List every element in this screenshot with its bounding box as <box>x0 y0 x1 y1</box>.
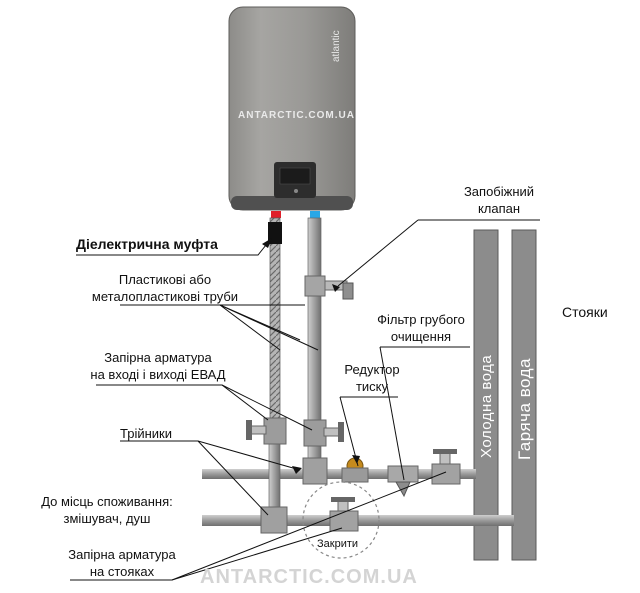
pressure-reducer <box>341 457 369 483</box>
coarse-filter <box>387 465 419 498</box>
hot-shutoff-valve <box>246 417 287 445</box>
water-heater <box>228 6 356 218</box>
label-consumers-line1: До місць споживання: <box>41 494 173 509</box>
brand-logo: atlantic <box>331 30 342 62</box>
label-risers: Стояки <box>562 304 608 320</box>
cold-tee <box>302 457 328 485</box>
label-closed: Закрити <box>317 538 359 550</box>
label-shutoff-evad-line1: Запірна арматура <box>104 350 212 365</box>
label-tees: Трійники <box>120 426 172 441</box>
hot-water-riser <box>511 229 537 561</box>
label-shutoff-risers-line1: Запірна арматура <box>68 547 176 562</box>
hot-tee <box>260 506 288 534</box>
watermark-bottom: ANTARCTIC.COM.UA <box>200 566 418 588</box>
callout-arrows <box>262 238 360 474</box>
label-reducer-line2: тиску <box>355 379 389 394</box>
label-plastic-pipes-line2: металопластикові труби <box>91 289 239 304</box>
cold-main-pipe <box>202 469 476 479</box>
hot-outlet-marker <box>271 211 281 218</box>
label-hot-water: Гаряча вода <box>515 357 534 460</box>
cold-shutoff-valve <box>303 419 344 447</box>
label-coarse-filter-line2: очищення <box>390 329 452 344</box>
label-shutoff-evad-line2: на вході і виході ЕВАД <box>90 367 226 382</box>
label-safety-valve-line2: клапан <box>477 201 521 216</box>
label-coarse-filter-line1: Фільтр грубого <box>377 312 465 327</box>
label-dielectric-coupling: Діелектрична муфта <box>76 236 218 252</box>
label-shutoff-risers-line2: на стояках <box>89 564 155 579</box>
label-reducer-line1: Редуктор <box>344 362 400 377</box>
label-consumers-line2: змішувач, душ <box>63 511 151 526</box>
riser-shutoff-valve-hot <box>329 497 359 532</box>
cold-water-riser <box>473 229 499 561</box>
display <box>279 167 311 185</box>
closed-valve-circle <box>302 481 380 559</box>
riser-shutoff-valve-cold <box>431 449 461 485</box>
label-safety-valve-line1: Запобіжний <box>463 184 535 199</box>
cold-inlet-marker <box>310 211 320 218</box>
label-cold-water: Холодна вода <box>478 354 495 458</box>
label-plastic-pipes-line1: Пластикові або <box>118 272 212 287</box>
hot-flex-hose <box>269 217 281 419</box>
control-button <box>294 189 298 193</box>
tank-bottom-rim <box>231 196 353 210</box>
watermark-top: ANTARCTIC.COM.UA <box>238 110 355 121</box>
callout-lines <box>70 219 540 581</box>
